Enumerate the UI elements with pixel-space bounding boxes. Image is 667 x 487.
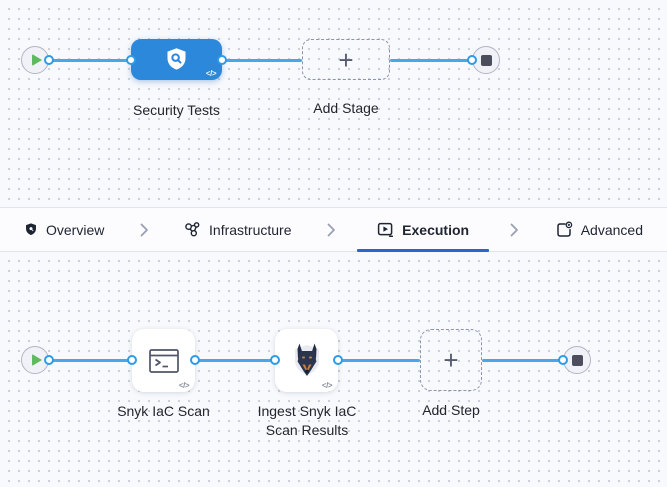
- add-stage-label: Add Stage: [313, 100, 379, 116]
- port: [44, 55, 54, 65]
- plus-icon: +: [443, 345, 459, 375]
- step-end-node: [563, 346, 591, 374]
- tab-label: Infrastructure: [209, 221, 292, 238]
- edge-step2-to-addstep: [338, 358, 420, 362]
- stage-graph-canvas[interactable]: </> + Security Tests Add Stage: [0, 0, 667, 207]
- stop-icon: [571, 354, 583, 366]
- tab-label: Execution: [402, 221, 470, 238]
- add-step-label: Add Step: [422, 402, 480, 418]
- port: [467, 55, 477, 65]
- tab-label: Advanced: [580, 221, 643, 238]
- step-graph-canvas[interactable]: </> </> + Sn: [0, 252, 667, 487]
- port: [190, 355, 200, 365]
- active-tab-underline: [357, 249, 490, 252]
- step-card-snyk-iac-scan[interactable]: </>: [132, 329, 195, 392]
- code-badge: </>: [178, 381, 190, 390]
- plus-icon: +: [338, 44, 354, 75]
- step-label: Ingest Snyk IaC Scan Results: [257, 403, 357, 438]
- stage-card-security-tests[interactable]: </>: [131, 39, 222, 80]
- edge-stage-to-addstage: [222, 58, 302, 62]
- edge-start-to-step1: [49, 358, 132, 362]
- port: [558, 355, 568, 365]
- chevron-right-icon: [510, 208, 519, 251]
- terminal-icon: [148, 348, 179, 373]
- port: [127, 355, 137, 365]
- chevron-right-icon: [140, 208, 149, 251]
- play-icon: [31, 54, 42, 66]
- play-icon: [31, 354, 42, 366]
- add-step-button[interactable]: +: [420, 329, 482, 391]
- port: [217, 55, 227, 65]
- port: [44, 355, 54, 365]
- edge-step1-to-step2: [195, 358, 275, 362]
- cluster-icon: [185, 222, 200, 237]
- code-badge: </>: [205, 69, 217, 78]
- stage-config-tabbar: Overview Infrastructure: [0, 207, 667, 252]
- play-window-icon: [378, 222, 394, 238]
- tab-execution[interactable]: Execution: [357, 208, 490, 252]
- port: [126, 55, 136, 65]
- port: [333, 355, 343, 365]
- template-gear-icon: [556, 221, 572, 237]
- tab-infrastructure[interactable]: Infrastructure: [170, 208, 305, 251]
- edge-addstep-to-end: [482, 358, 563, 362]
- tab-overview[interactable]: Overview: [10, 208, 118, 251]
- tab-label: Overview: [46, 221, 105, 238]
- edge-start-to-stage: [49, 58, 132, 62]
- add-stage-button[interactable]: +: [302, 39, 390, 80]
- stage-label: Security Tests: [133, 102, 220, 118]
- chevron-right-icon: [327, 208, 336, 251]
- shield-scan-icon: [167, 48, 186, 70]
- snyk-dog-icon: [294, 343, 319, 376]
- edge-addstage-to-end: [390, 58, 472, 62]
- tab-advanced[interactable]: Advanced: [541, 208, 657, 251]
- step-label: Snyk IaC Scan: [117, 403, 210, 419]
- step-card-ingest-snyk-results[interactable]: </>: [275, 329, 338, 392]
- port: [270, 355, 280, 365]
- shield-icon: [26, 223, 36, 236]
- code-badge: </>: [321, 381, 333, 390]
- stop-icon: [480, 54, 492, 66]
